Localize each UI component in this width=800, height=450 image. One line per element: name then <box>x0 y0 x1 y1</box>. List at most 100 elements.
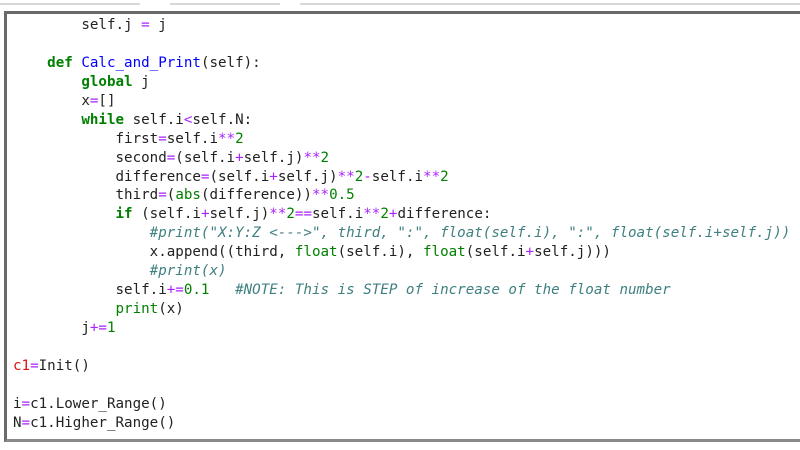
code-token: print <box>115 301 159 318</box>
code-token: 0.5 <box>329 187 355 204</box>
code-token: def <box>47 54 73 71</box>
code-token: x.append((third, <box>13 244 295 261</box>
code-token <box>209 282 235 298</box>
code-token: #NOTE: This is STEP of increase of the f… <box>235 282 671 299</box>
top-toolbar-strip <box>0 0 800 8</box>
code-token: self.j) <box>209 206 270 223</box>
code-token: self.i <box>124 111 184 128</box>
code-token: (self.i), <box>337 244 424 261</box>
code-token: self.j) <box>277 168 338 185</box>
code-token: + <box>388 206 398 223</box>
code-line[interactable]: global j <box>13 73 790 92</box>
code-token: self.i <box>371 168 424 185</box>
code-token: = <box>158 130 167 147</box>
code-token: = <box>200 168 210 185</box>
code-line[interactable]: self.i+=0.1 #NOTE: This is STEP of incre… <box>13 281 790 300</box>
code-line[interactable]: i=c1.Lower_Range() <box>13 395 790 414</box>
code-token: = <box>21 395 31 412</box>
code-line[interactable]: c1=Init() <box>13 357 790 376</box>
code-token: ** <box>269 206 287 223</box>
code-token: 1 <box>106 320 116 336</box>
code-token: == <box>294 206 313 223</box>
code-token: += <box>89 320 107 336</box>
code-token: third <box>13 187 159 204</box>
code-token: ** <box>363 206 381 223</box>
code-token <box>13 225 150 241</box>
code-line[interactable]: first=self.i**2 <box>13 130 790 149</box>
code-token <box>13 112 81 128</box>
code-token: + <box>269 168 278 185</box>
code-line[interactable]: third=(abs(difference))**0.5 <box>13 186 790 205</box>
code-token: 2 <box>235 130 244 147</box>
code-token: 2 <box>380 206 389 223</box>
code-token: self.i <box>166 130 219 147</box>
code-line[interactable]: second=(self.i+self.j)**2 <box>13 149 790 168</box>
code-token: 2 <box>320 149 330 166</box>
code-editor[interactable]: self.j = j def Calc_and_Print(self): glo… <box>13 16 790 433</box>
code-token: (self): <box>200 54 261 71</box>
code-token: global <box>81 73 133 90</box>
code-line[interactable]: if (self.i+self.j)**2==self.i**2+differe… <box>13 205 790 224</box>
code-line[interactable]: difference=(self.i+self.j)**2-self.i**2 <box>13 168 790 187</box>
code-token: = <box>30 357 39 374</box>
code-line[interactable]: #print("X:Y:Z <--->", third, ":", float(… <box>13 224 791 243</box>
code-token: = <box>89 92 99 109</box>
code-token: self.j))) <box>534 244 611 261</box>
code-token: float <box>294 244 338 261</box>
code-token: = <box>166 149 176 166</box>
code-token: (difference)) <box>200 187 312 204</box>
code-line[interactable]: print(x) <box>13 300 790 319</box>
code-token <box>13 301 116 317</box>
code-token: ** <box>311 187 330 204</box>
code-line[interactable]: x.append((third, float(self.i), float(se… <box>13 243 790 262</box>
code-token: self.N: <box>192 111 253 128</box>
code-token: N <box>13 414 22 431</box>
code-line[interactable] <box>13 35 790 54</box>
code-token: #print(x) <box>149 263 227 280</box>
code-token: self.j) <box>243 149 304 166</box>
code-token: Init() <box>38 357 90 374</box>
code-line[interactable]: #print(x) <box>13 262 790 281</box>
code-token: (self.i <box>132 206 201 223</box>
code-token: + <box>525 244 535 261</box>
code-token: i <box>13 395 22 412</box>
code-token: #print("X:Y:Z <--->", third, ":", float(… <box>149 225 791 242</box>
code-token: + <box>235 149 244 166</box>
code-token: c1.Higher_Range() <box>30 414 176 431</box>
code-token: (x) <box>158 301 184 318</box>
code-token: ( <box>166 187 176 204</box>
code-token: < <box>183 111 193 128</box>
code-token: = <box>158 187 167 204</box>
code-token: + <box>200 206 210 223</box>
code-token: j <box>149 17 167 33</box>
code-token: ** <box>218 130 236 147</box>
code-cell[interactable]: self.j = j def Calc_and_Print(self): glo… <box>4 11 800 442</box>
code-line[interactable]: x=[] <box>13 92 790 111</box>
code-line[interactable]: N=c1.Higher_Range() <box>13 414 790 433</box>
code-token: ** <box>337 168 355 185</box>
code-token: difference <box>13 168 201 185</box>
code-token <box>13 206 116 222</box>
code-token: x <box>13 92 90 109</box>
code-token: if <box>115 206 133 223</box>
code-line[interactable]: def Calc_and_Print(self): <box>13 54 790 73</box>
code-token: (self.i <box>209 168 270 185</box>
code-token: first <box>13 130 159 147</box>
code-token: c1.Lower_Range() <box>30 395 167 412</box>
code-token <box>13 263 150 279</box>
code-line[interactable]: while self.i<self.N: <box>13 111 790 130</box>
code-token: Calc_and_Print <box>81 54 201 71</box>
code-token: while <box>81 111 125 128</box>
code-token: 2 <box>440 168 449 185</box>
code-token: j <box>132 73 150 90</box>
code-token: abs <box>175 187 201 204</box>
code-token: 0.1 <box>183 282 210 299</box>
code-line[interactable]: self.j = j <box>13 16 790 35</box>
code-token: difference: <box>397 206 492 223</box>
code-token <box>13 55 47 71</box>
code-line[interactable] <box>13 338 790 357</box>
code-token: (self.i <box>175 149 236 166</box>
code-token: = <box>141 17 150 33</box>
code-line[interactable]: j+=1 <box>13 319 790 338</box>
code-line[interactable] <box>13 376 790 395</box>
